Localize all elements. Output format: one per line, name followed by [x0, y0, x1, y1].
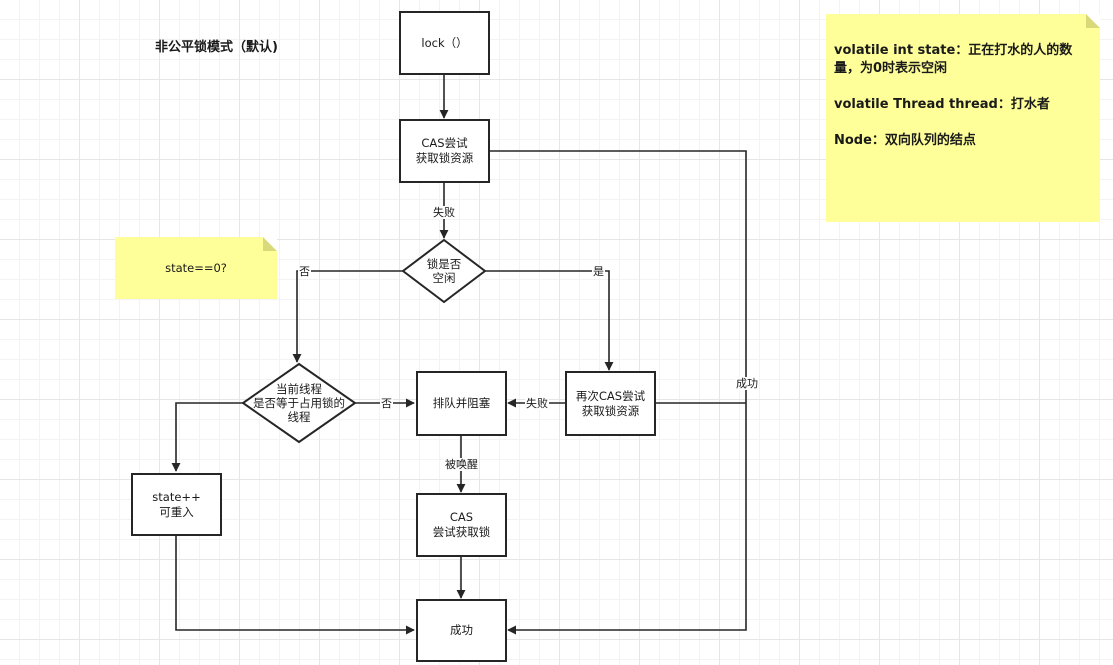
note-fields[interactable]: volatile int state：正在打水的人的数量，为0时表示空闲 vol… [826, 14, 1100, 222]
node-success-label: 成功 [450, 623, 473, 637]
node-queue-block-label: 排队并阻塞 [432, 396, 491, 410]
decision-current-thread-line-2: 是否等于占用锁的 [253, 396, 345, 410]
node-lock[interactable]: lock（） [399, 11, 490, 75]
decision-current-thread-line-1: 当前线程 [276, 382, 322, 396]
edge-current-yes [171, 402, 243, 472]
node-cas-after-wake-line-1: CAS [449, 510, 474, 524]
node-cas-again-line-2: 获取锁资源 [581, 403, 640, 418]
node-cas-after-wake-line-2: 尝试获取锁 [432, 525, 491, 539]
node-queue-block[interactable]: 排队并阻塞 [416, 371, 507, 436]
node-success[interactable]: 成功 [416, 599, 507, 662]
decision-lock-free-line-2: 空闲 [432, 271, 456, 285]
note-fold-icon [263, 237, 277, 251]
node-cas-again-line-1: 再次CAS尝试 [575, 388, 646, 403]
node-lock-label: lock（） [421, 35, 468, 50]
node-cas-try-line-2: 获取锁资源 [415, 151, 474, 165]
node-reentrant-line-2: 可重入 [159, 504, 194, 519]
decision-lock-free[interactable]: 锁是否 空闲 [403, 240, 485, 302]
edge-label-fail-2: 失败 [525, 397, 549, 410]
note-fold-icon [1086, 14, 1100, 28]
note-field-state: volatile int state：正在打水的人的数量，为0时表示空闲 [834, 43, 1073, 76]
edge-label-fail-1: 失败 [432, 206, 456, 219]
decision-current-thread-shape [241, 362, 357, 444]
note-state-check-text: state==0? [165, 261, 227, 275]
edge-label-yes-1: 是 [592, 265, 605, 278]
edge-label-woken: 被唤醒 [444, 458, 479, 471]
node-cas-after-wake[interactable]: CAS 尝试获取锁 [416, 493, 507, 557]
edge-label-success-side: 成功 [735, 377, 759, 390]
edge-label-no-2: 否 [380, 397, 393, 410]
node-cas-try-line-1: CAS尝试 [421, 136, 468, 150]
edge-reentrant-to-success [175, 535, 415, 635]
decision-current-thread-line-3: 线程 [287, 410, 311, 424]
node-reentrant[interactable]: state++ 可重入 [131, 473, 222, 536]
edge-cas-success [489, 150, 747, 635]
decision-current-thread[interactable]: 当前线程 是否等于占用锁的 线程 [243, 364, 355, 442]
note-field-thread: volatile Thread thread：打水者 [834, 97, 1050, 112]
edge-lockfree-no [292, 270, 403, 363]
note-field-node: Node：双向队列的结点 [834, 133, 976, 148]
note-state-check[interactable]: state==0? [115, 237, 277, 299]
node-cas-again[interactable]: 再次CAS尝试 获取锁资源 [565, 371, 656, 436]
decision-lock-free-shape [401, 238, 487, 304]
edge-label-no-1: 否 [298, 265, 311, 278]
decision-lock-free-line-1: 锁是否 [426, 257, 462, 271]
node-reentrant-line-1: state++ [152, 489, 201, 504]
page-title: 非公平锁模式（默认) [155, 40, 278, 55]
edge-lockfree-yes [485, 270, 614, 371]
node-cas-try[interactable]: CAS尝试 获取锁资源 [399, 119, 490, 183]
